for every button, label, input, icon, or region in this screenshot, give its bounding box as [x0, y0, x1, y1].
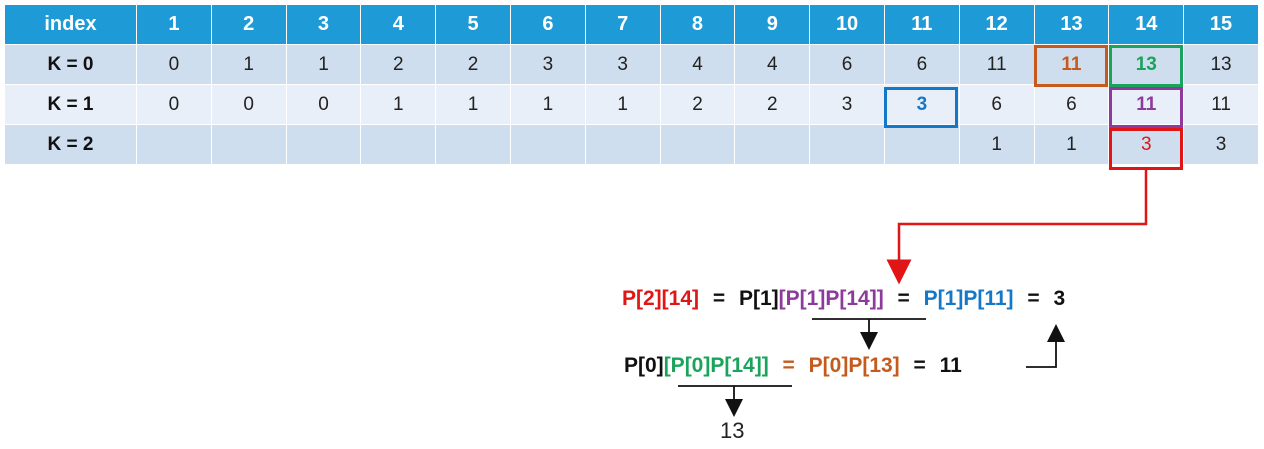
table-cell: 11: [958, 44, 1035, 85]
highlight-k1-14: [1109, 87, 1183, 128]
eq2-p0: P[0]: [624, 354, 664, 377]
table-cell: 2: [659, 84, 736, 125]
eq2-result: 11: [939, 354, 962, 377]
eq2-equals-2: =: [913, 354, 926, 377]
table-cell: 13: [1183, 44, 1259, 85]
table-cell: 1: [435, 84, 511, 125]
table-cell: 1: [360, 84, 437, 125]
table-cell: [509, 124, 586, 165]
table-cell: 3: [1183, 124, 1259, 165]
table-cell: 4: [659, 44, 736, 85]
table-cell: 3: [584, 44, 661, 85]
header-cell: 9: [734, 4, 811, 45]
eq1-p1: P[1]: [738, 287, 779, 310]
table-cell: 3: [883, 84, 960, 125]
table-cell: 0: [285, 84, 362, 125]
table-cell: [659, 124, 736, 165]
eq2-mid: P[0]P[13]: [808, 354, 900, 377]
table-cell: 2: [734, 84, 811, 125]
eq1-equals-1: =: [712, 287, 726, 310]
table-cell: 4: [734, 44, 811, 85]
table-cell: [435, 124, 511, 165]
highlight-k0-13: [1034, 45, 1108, 87]
table-cell: 1: [509, 84, 586, 125]
table-cell: [734, 124, 811, 165]
header-cell: 7: [584, 4, 661, 45]
row-label: K = 2: [4, 124, 137, 165]
highlight-k1-11: [884, 87, 958, 128]
header-cell: 14: [1108, 4, 1185, 45]
header-cell: 13: [1033, 4, 1110, 45]
table-cell: 1: [584, 84, 661, 125]
table-cell: 3: [509, 44, 586, 85]
table-cell: 6: [883, 44, 960, 85]
eq1-inner: [P[1]P[14]]: [778, 287, 884, 310]
table-cell: 3: [1108, 124, 1185, 165]
up-arrow-to-result: [1026, 324, 1065, 368]
eq1-rhs: P[1]P[11]: [923, 287, 1014, 310]
table-cell: 0: [136, 44, 212, 85]
table-cell: [136, 124, 212, 165]
table-cell: 1: [210, 44, 287, 85]
eq1-lhs: P[2][14]: [622, 287, 700, 310]
table-cell: 6: [809, 44, 885, 85]
table-cell: [210, 124, 287, 165]
header-cell: 11: [883, 4, 960, 45]
header-cell: 12: [958, 4, 1035, 45]
header-cell: 15: [1183, 4, 1259, 45]
header-cell: 2: [210, 4, 287, 45]
header-cell: 1: [136, 4, 212, 45]
equation-2: P[0][P[0]P[14]] = P[0]P[13] = 11: [624, 354, 962, 378]
row-label: K = 1: [4, 84, 137, 125]
header-cell: 5: [435, 4, 511, 45]
table-cell: 0: [210, 84, 287, 125]
table-cell: [285, 124, 362, 165]
table-cell: 6: [1033, 84, 1110, 125]
header-cell: 3: [285, 4, 362, 45]
highlight-k0-14: [1109, 45, 1183, 87]
header-cell: 8: [659, 4, 736, 45]
eq2-inner: [P[0]P[14]]: [663, 354, 769, 377]
table-cell: 2: [435, 44, 511, 85]
header-index-label: index: [4, 4, 137, 45]
table-cell: 0: [136, 84, 212, 125]
highlight-k2-14: [1109, 128, 1183, 170]
table-cell: 11: [1033, 44, 1110, 85]
equation-1: P[2][14] = P[1][P[1]P[14]] = P[1]P[11] =…: [622, 287, 1065, 311]
bottom-value: 13: [720, 418, 745, 443]
header-cell: 4: [360, 4, 437, 45]
header-cell: 10: [809, 4, 885, 45]
eq1-result: 3: [1053, 287, 1066, 310]
table-cell: [360, 124, 437, 165]
table-cell: 1: [958, 124, 1035, 165]
eq2-equals-1: =: [782, 354, 795, 377]
table-cell: 2: [360, 44, 437, 85]
table-cell: 1: [285, 44, 362, 85]
table-cell: 11: [1183, 84, 1259, 125]
table-cell: 1: [1033, 124, 1110, 165]
eq1-equals-3: =: [1027, 287, 1040, 310]
row-label: K = 0: [4, 44, 137, 85]
table-cell: 6: [958, 84, 1035, 125]
eq1-equals-2: =: [897, 287, 910, 310]
table-cell: [809, 124, 885, 165]
header-cell: 6: [509, 4, 586, 45]
table-cell: 3: [809, 84, 885, 125]
red-arrow: [886, 170, 1148, 285]
table-cell: [883, 124, 960, 165]
table-cell: [584, 124, 661, 165]
